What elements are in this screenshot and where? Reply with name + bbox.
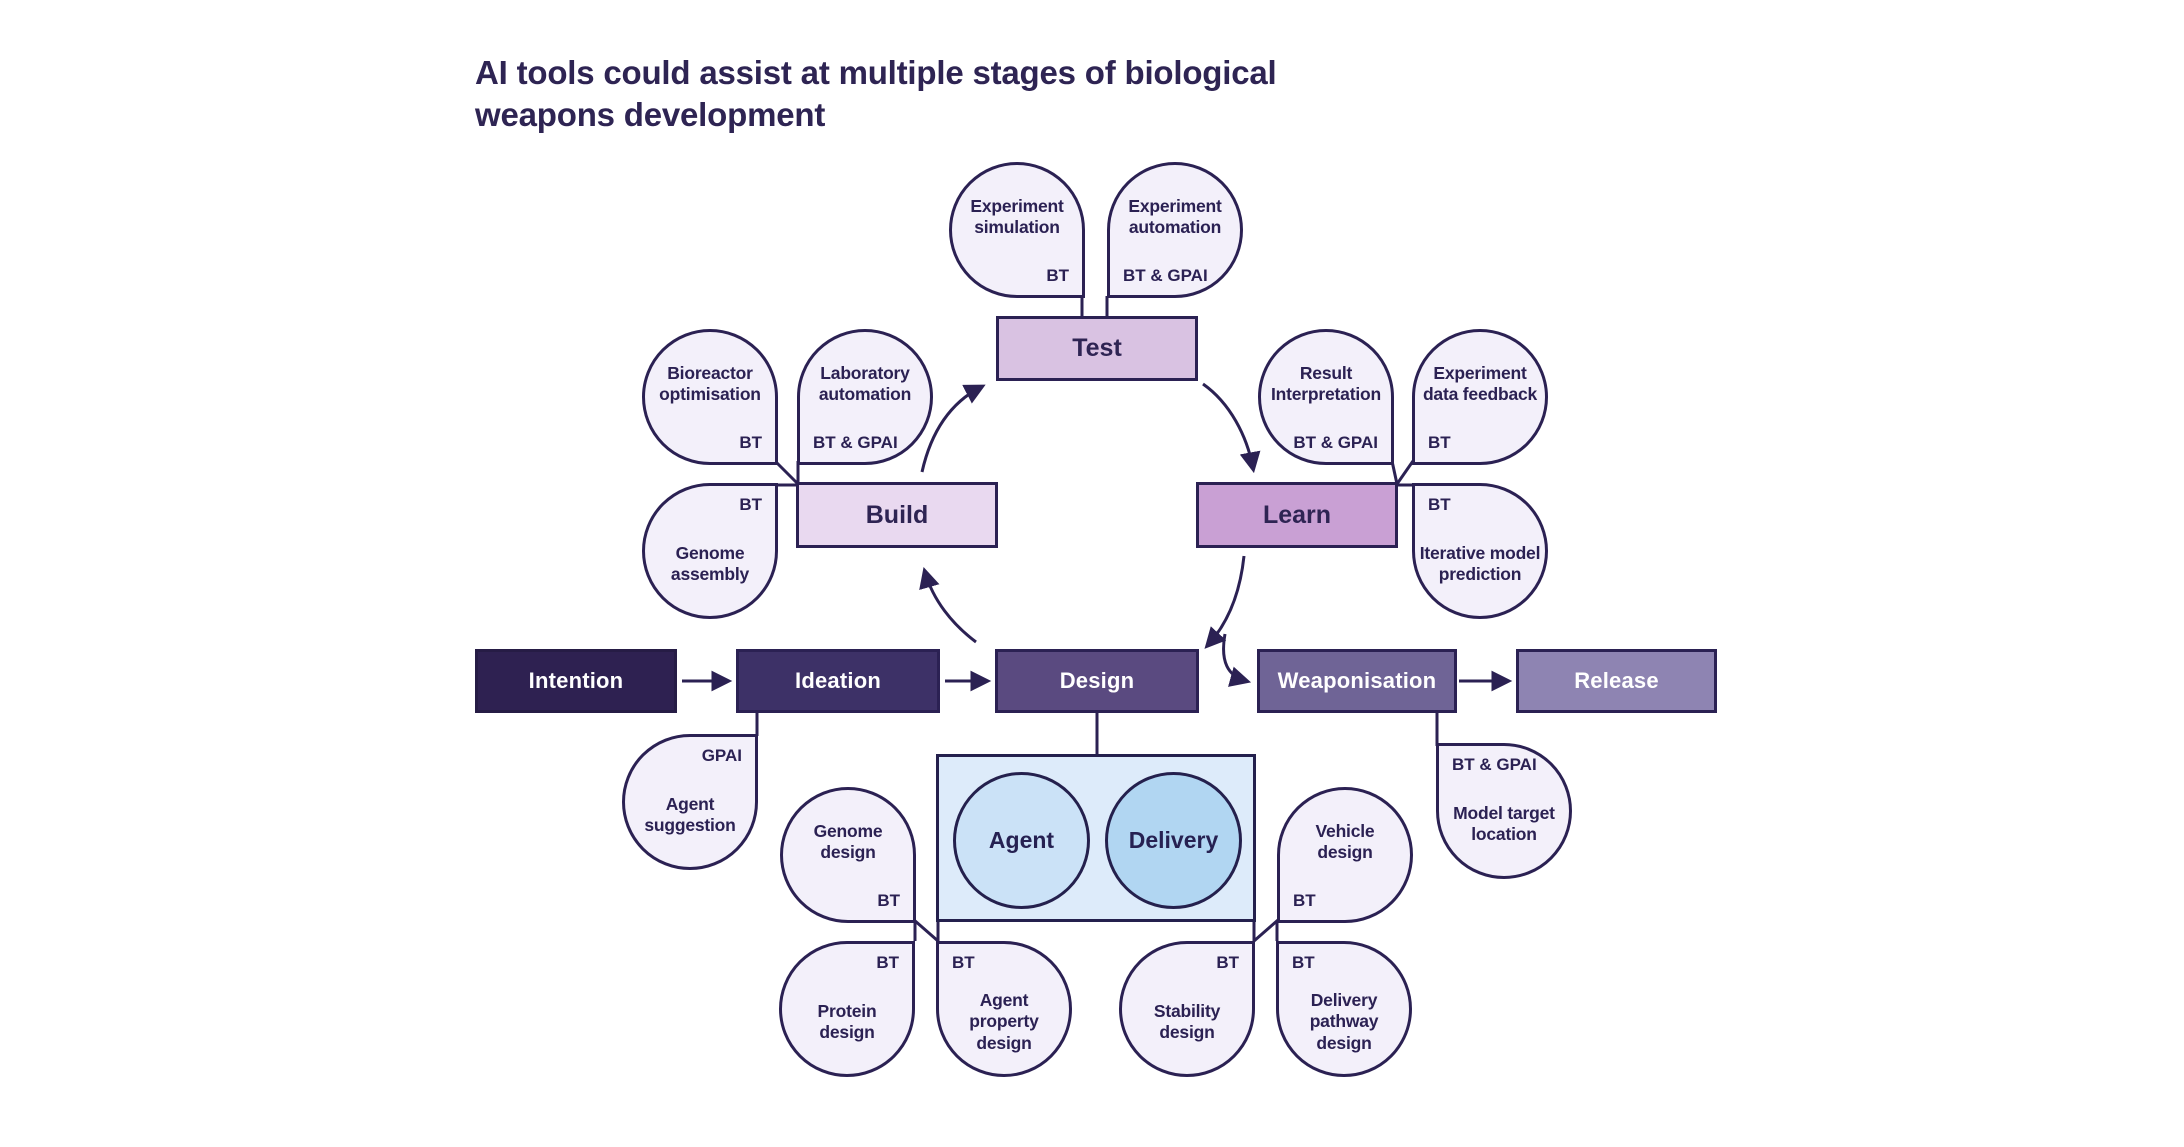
- page-title-line2: weapons development: [475, 96, 826, 133]
- bubble-label: Stability design: [1153, 1000, 1221, 1042]
- bubble-tag: GPAI: [701, 746, 742, 765]
- bubble-agent-suggestion: Agent suggestion GPAI: [622, 734, 758, 870]
- bubble-label: Agent property design: [969, 989, 1039, 1053]
- page-title-line1: AI tools could assist at multiple stages…: [475, 54, 1277, 91]
- bubble-tag: BT: [1428, 495, 1451, 514]
- bubble-tag: BT: [739, 495, 762, 514]
- delivery-label: Delivery: [1128, 827, 1219, 853]
- bubble-label: Agent suggestion: [644, 793, 736, 835]
- bubble-result-interpretation: Result Interpretation BT & GPAI: [1258, 329, 1394, 465]
- bubble-iterative-model-prediction: Iterative model prediction BT: [1412, 483, 1548, 619]
- stage-box-test: Test: [996, 316, 1198, 381]
- bubble-label: Result Interpretation: [1271, 362, 1381, 404]
- bubble-experiment-automation: Experiment automation BT & GPAI: [1107, 162, 1243, 298]
- bubble-label: Vehicle design: [1315, 820, 1375, 862]
- delivery-circle: Delivery: [1105, 772, 1242, 909]
- bubble-label: Protein design: [817, 1000, 877, 1042]
- bubble-vehicle-design: Vehicle design BT: [1277, 787, 1413, 923]
- bubble-tag: BT: [1293, 891, 1316, 910]
- page-title: AI tools could assist at multiple stages…: [475, 52, 1277, 136]
- stage-label-weaponisation: Weaponisation: [1277, 668, 1437, 693]
- bubble-tag: BT: [739, 433, 762, 452]
- stage-box-ideation: Ideation: [736, 649, 940, 713]
- bubble-tag: BT: [1428, 433, 1451, 452]
- bubble-tag: BT: [876, 953, 899, 972]
- bubble-label: Model target location: [1453, 802, 1555, 844]
- stage-box-build: Build: [796, 482, 998, 548]
- agent-label: Agent: [988, 827, 1055, 853]
- arrow-test-to-learn: [1202, 382, 1261, 474]
- bubble-protein-design: Protein design BT: [779, 941, 915, 1077]
- stem-vehicle-design: [1253, 918, 1279, 943]
- bubble-bioreactor-optimisation: Bioreactor optimisation BT: [642, 329, 778, 465]
- bubble-tag: BT: [877, 891, 900, 910]
- bubble-tag: BT: [1292, 953, 1315, 972]
- agent-circle: Agent: [953, 772, 1090, 909]
- bubble-label: Genome assembly: [670, 542, 750, 584]
- bubble-label: Laboratory automation: [818, 362, 912, 404]
- stem-experiment-data-feedback: [1395, 460, 1415, 485]
- design-detail-box: Agent Delivery: [936, 754, 1256, 922]
- bubble-model-target-location: Model target location BT & GPAI: [1436, 743, 1572, 879]
- bubble-label: Bioreactor optimisation: [659, 362, 761, 404]
- bubble-laboratory-automation: Laboratory automation BT & GPAI: [797, 329, 933, 465]
- bubble-tag: BT & GPAI: [1293, 433, 1378, 452]
- bubble-stability-design: Stability design BT: [1119, 941, 1255, 1077]
- stage-label-build: Build: [865, 500, 929, 529]
- arrow-design-to-build: [919, 566, 977, 644]
- stage-label-ideation: Ideation: [795, 668, 881, 693]
- bubble-tag: BT & GPAI: [1452, 755, 1537, 774]
- bubble-experiment-data-feedback: Experiment data feedback BT: [1412, 329, 1548, 465]
- stage-box-design: Design: [995, 649, 1199, 713]
- bubble-tag: BT & GPAI: [813, 433, 898, 452]
- bubble-tag: BT: [1216, 953, 1239, 972]
- stage-label-intention: Intention: [528, 668, 624, 693]
- arrow-learn-to-weaponisation: [1222, 633, 1252, 687]
- bubble-delivery-pathway-design: Delivery pathway design BT: [1276, 941, 1412, 1077]
- bubble-genome-design: Genome design BT: [780, 787, 916, 923]
- stage-box-intention: Intention: [475, 649, 677, 713]
- bubble-tag: BT: [952, 953, 975, 972]
- bubble-label: Iterative model prediction: [1419, 542, 1541, 584]
- stage-box-weaponisation: Weaponisation: [1257, 649, 1457, 713]
- bubble-label: Experiment data feedback: [1422, 362, 1538, 404]
- bubble-experiment-simulation: Experiment simulation BT: [949, 162, 1085, 298]
- bubble-tag: BT & GPAI: [1123, 266, 1208, 285]
- bubble-label: Delivery pathway design: [1309, 989, 1379, 1053]
- arrow-learn-to-design: [1204, 555, 1246, 649]
- stem-genome-design: [913, 918, 939, 943]
- stage-box-release: Release: [1516, 649, 1717, 713]
- bubble-agent-property-design: Agent property design BT: [936, 941, 1072, 1077]
- stage-label-release: Release: [1574, 668, 1659, 693]
- bubble-genome-assembly: Genome assembly BT: [642, 483, 778, 619]
- bubble-label: Experiment simulation: [970, 195, 1064, 237]
- bubble-tag: BT: [1046, 266, 1069, 285]
- stage-label-learn: Learn: [1262, 500, 1332, 529]
- stem-bioreactor-optimisation: [773, 459, 800, 486]
- stage-label-design: Design: [1059, 668, 1135, 693]
- stage-label-test: Test: [1072, 334, 1122, 362]
- bubble-label: Experiment automation: [1128, 195, 1222, 237]
- bubble-label: Genome design: [813, 820, 883, 862]
- stage-box-learn: Learn: [1196, 482, 1398, 548]
